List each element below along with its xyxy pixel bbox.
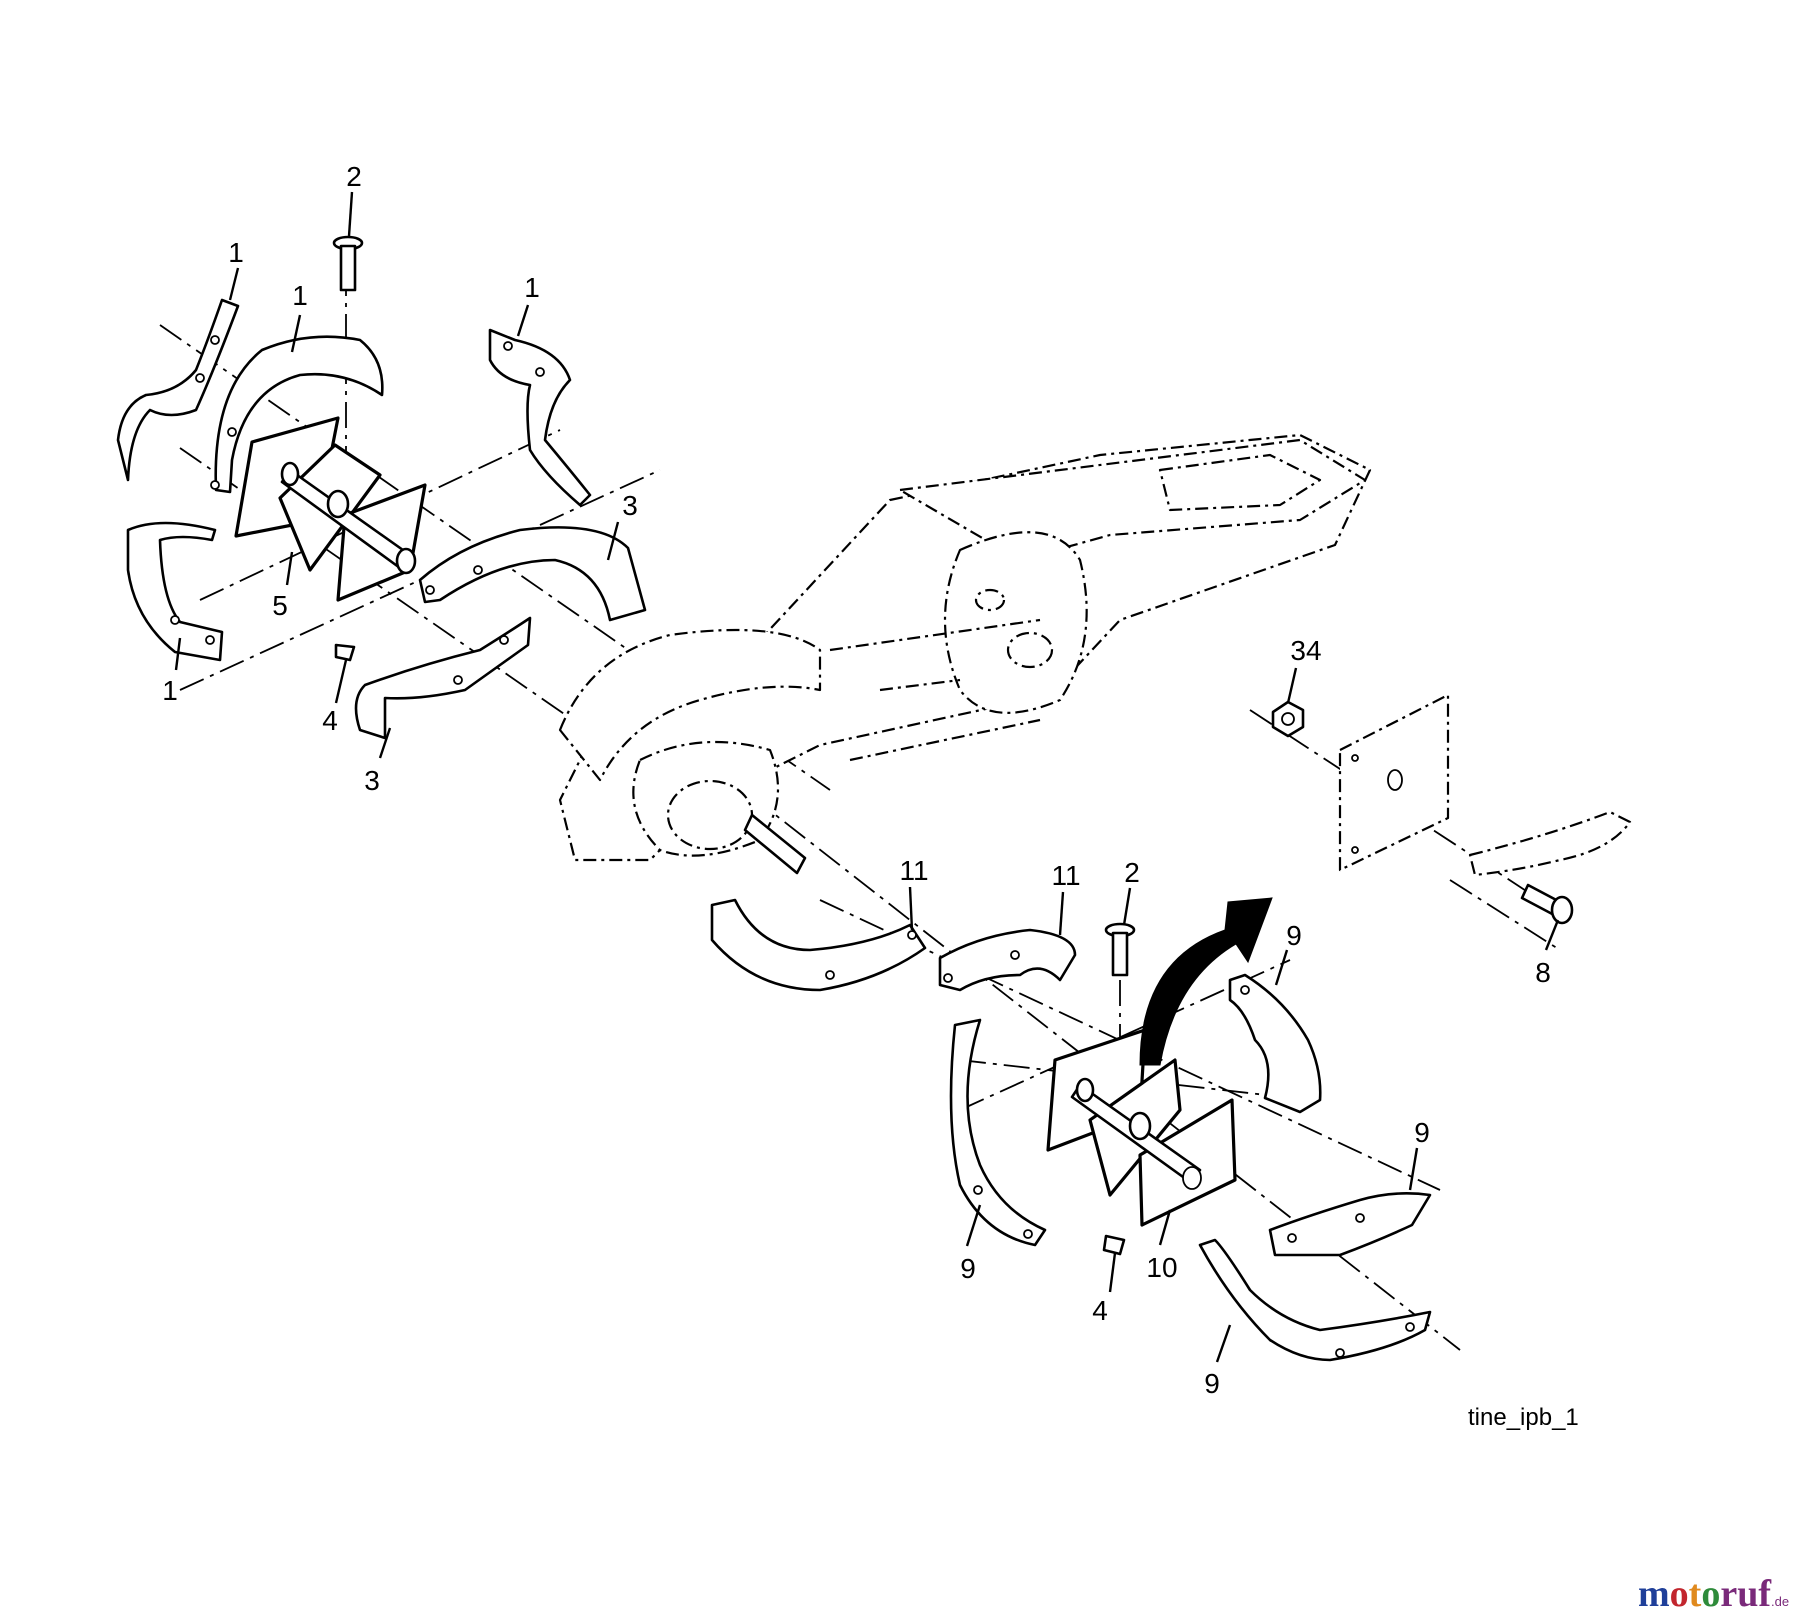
left-tine-assembly [116,235,647,740]
callout-9: 9 [1414,1117,1430,1148]
reference-code: tine_ipb_1 [1468,1404,1579,1431]
watermark-suffix: .de [1770,1594,1790,1609]
callout-8: 8 [1535,957,1551,988]
callout-11: 11 [1051,860,1080,891]
watermark-letter: o [1669,1573,1689,1615]
transmission-housing [558,433,1372,862]
watermark-logo: motoruf.de [1638,1572,1789,1616]
callout-2: 2 [346,161,362,192]
shaft-stub [743,813,807,875]
callout-3: 3 [364,765,380,796]
watermark-letter: f [1758,1573,1771,1615]
watermark-letter: m [1638,1573,1670,1615]
callout-11: 11 [899,855,928,886]
callout-5: 5 [272,590,288,621]
callout-1: 1 [228,237,244,268]
watermark-letter: o [1701,1573,1721,1615]
callout-9: 9 [960,1253,976,1284]
watermark-letter: u [1737,1573,1759,1615]
rotation-arrow-icon [1139,897,1273,1066]
right-tine-assembly [710,897,1432,1362]
callout-4: 4 [1092,1295,1108,1326]
callout-labels: 1 1 1 1 2 3 3 4 5 34 8 11 11 2 9 9 9 9 4… [162,161,1551,1399]
callout-leaders [174,191,1560,1363]
callout-4: 4 [322,705,338,736]
callout-1: 1 [162,675,178,706]
callout-9: 9 [1204,1368,1220,1399]
callout-1: 1 [292,280,308,311]
right-plate-assembly [1271,693,1632,925]
watermark-letter: r [1720,1573,1738,1615]
watermark-brand: motoruf [1638,1573,1771,1615]
callout-34: 34 [1290,635,1321,666]
callout-3: 3 [622,490,638,521]
watermark-letter: t [1688,1573,1702,1615]
callout-9: 9 [1286,920,1302,951]
callout-2: 2 [1124,857,1140,888]
callout-1: 1 [524,272,540,303]
callout-10: 10 [1146,1252,1177,1283]
